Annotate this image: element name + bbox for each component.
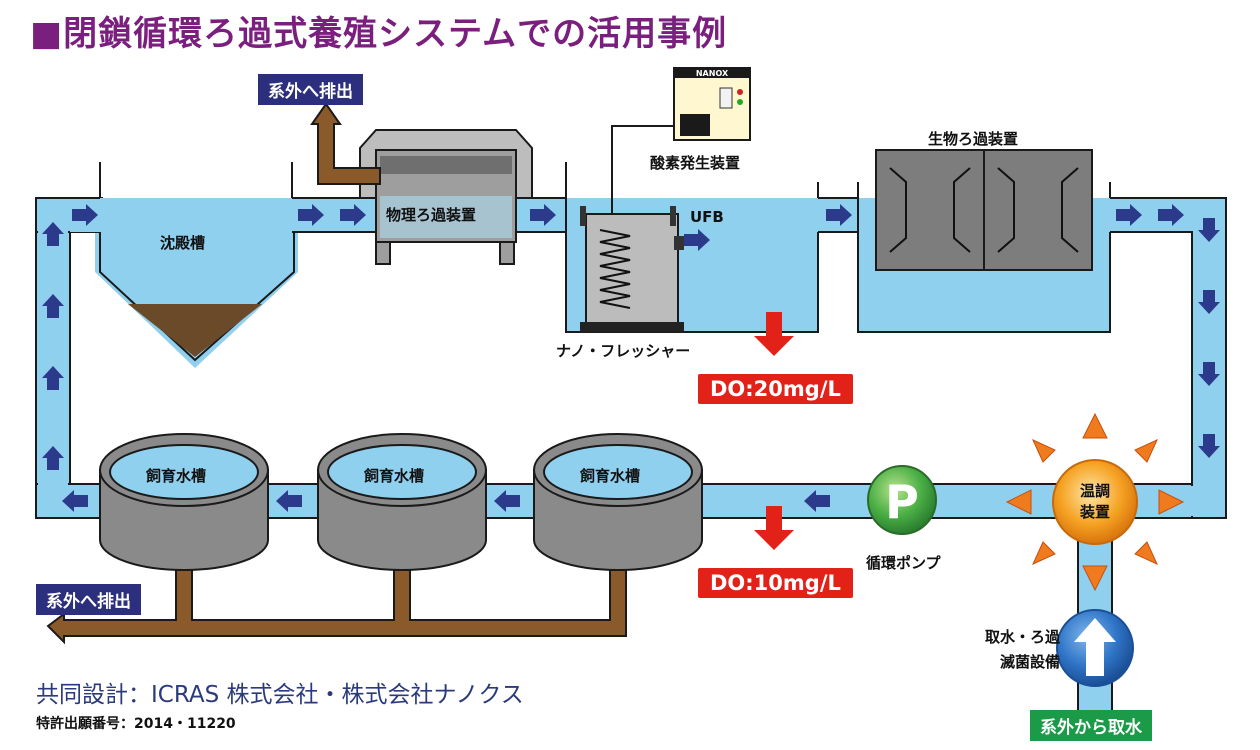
pump-symbol: P bbox=[885, 475, 919, 529]
intake-line-2: 滅菌設備 bbox=[999, 653, 1060, 671]
intake-box-label: 系外から取水 bbox=[1030, 710, 1152, 741]
do-10-badge: DO:10mg/L bbox=[698, 568, 853, 598]
discharge-bottom-label: 系外へ排出 bbox=[36, 584, 141, 615]
rearing-tank-3 bbox=[533, 433, 703, 571]
nano-flesher-tank bbox=[565, 67, 819, 333]
rearing-tank-1-label: 飼育水槽 bbox=[146, 467, 207, 485]
rearing-tank-1 bbox=[99, 433, 269, 571]
bio-filter-tank bbox=[857, 149, 1111, 333]
intake-unit bbox=[1056, 609, 1134, 687]
do-20-badge: DO:20mg/L bbox=[698, 374, 853, 404]
page-title: ■閉鎖循環ろ過式養殖システムでの活用事例 bbox=[30, 14, 728, 54]
intake-facility-label: 取水・ろ過 滅菌設備 bbox=[940, 626, 1060, 672]
drain-pipes bbox=[46, 569, 627, 645]
patent-number: 特許出願番号：2014・11220 bbox=[36, 716, 236, 732]
physical-filter-unit bbox=[310, 102, 533, 265]
design-credit: 共同設計：ICRAS 株式会社・株式会社ナノクス bbox=[36, 682, 524, 708]
temp-line-1: 温調 bbox=[1079, 482, 1110, 500]
rearing-tank-2-label: 飼育水槽 bbox=[364, 467, 425, 485]
sedimentation-tank-label: 沈殿槽 bbox=[160, 234, 206, 252]
temperature-control-label: 温調 装置 bbox=[1075, 480, 1115, 522]
temp-line-2: 装置 bbox=[1079, 503, 1110, 521]
intake-line-1: 取水・ろ過 bbox=[984, 628, 1060, 646]
temperature-control-unit bbox=[1005, 412, 1185, 592]
circulation-pump bbox=[867, 465, 937, 535]
oxygen-generator-label: 酸素発生装置 bbox=[650, 154, 741, 172]
oxygen-brand-text: NANOX bbox=[696, 69, 729, 78]
rearing-tank-3-label: 飼育水槽 bbox=[580, 467, 641, 485]
ufb-label: UFB bbox=[690, 208, 724, 226]
rearing-tank-2 bbox=[317, 433, 487, 571]
nano-flesher-label: ナノ・フレッシャー bbox=[556, 342, 691, 360]
rearing-tanks bbox=[99, 433, 703, 571]
discharge-top-label: 系外へ排出 bbox=[258, 74, 363, 105]
pump-label: 循環ポンプ bbox=[866, 554, 941, 572]
physical-filter-label: 物理ろ過装置 bbox=[386, 206, 477, 224]
do-arrows bbox=[754, 312, 794, 550]
bio-filter-label: 生物ろ過装置 bbox=[928, 130, 1019, 148]
sludge bbox=[128, 304, 262, 357]
sedimentation-tank bbox=[70, 162, 380, 368]
flow-arrows bbox=[42, 204, 1220, 512]
